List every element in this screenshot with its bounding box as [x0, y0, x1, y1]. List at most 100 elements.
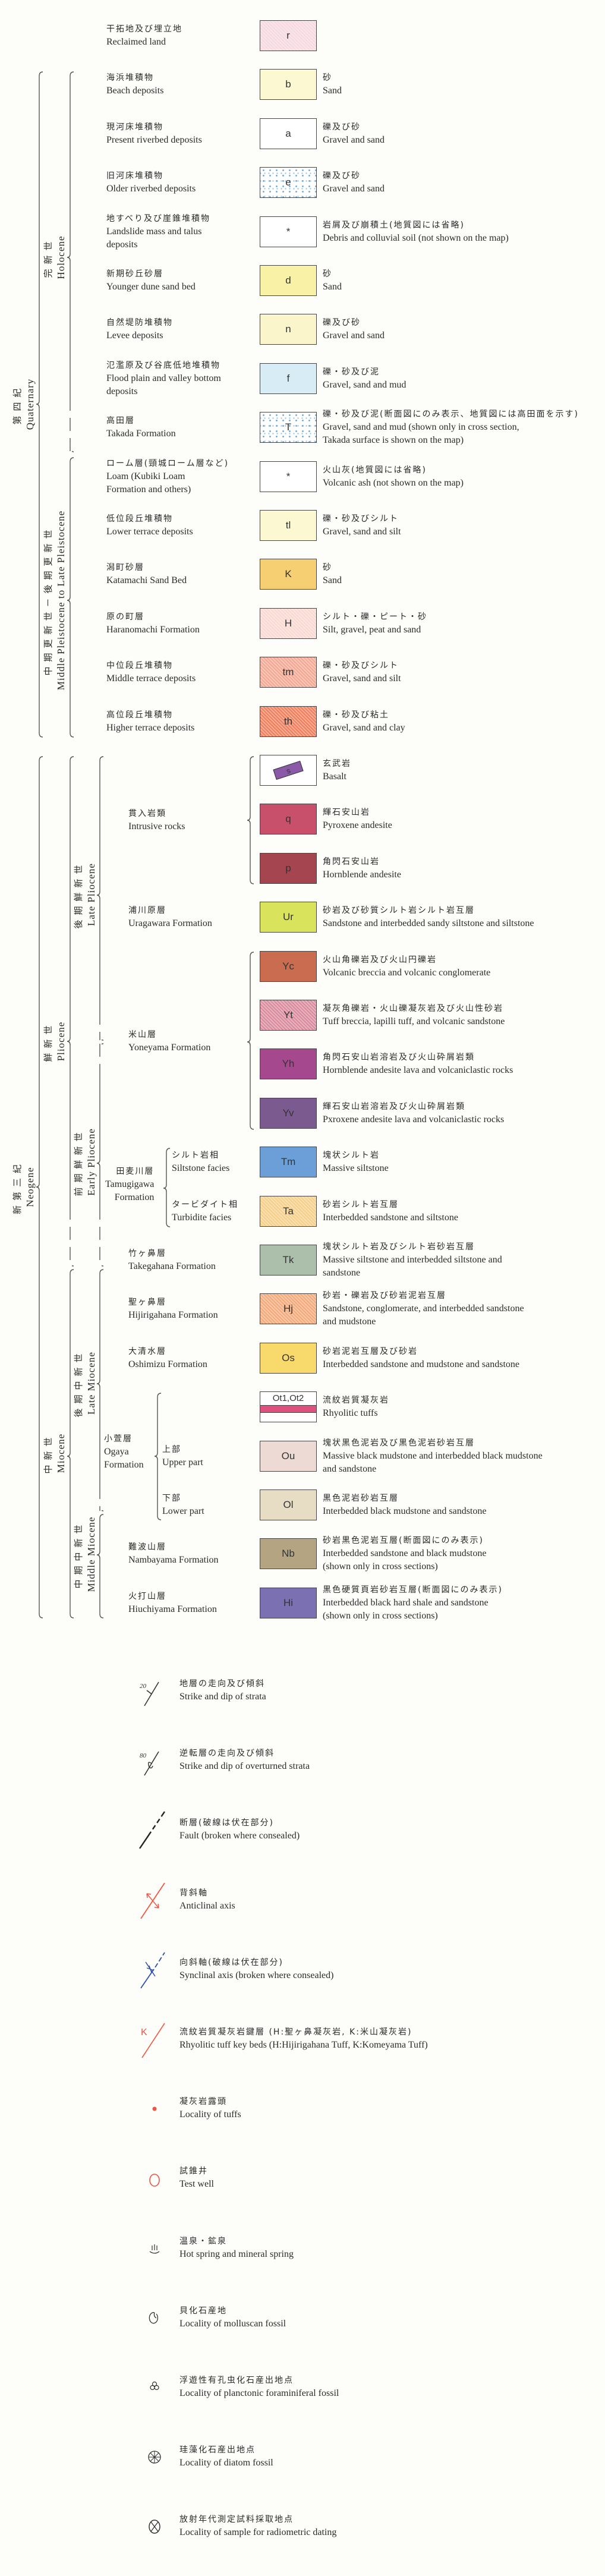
group-name-ja: 米山層 — [128, 1030, 157, 1040]
unit-color-box: a — [260, 118, 317, 149]
unit-color-box: Tk — [260, 1245, 317, 1276]
unit-symbol: Tm — [281, 1156, 296, 1168]
fault-icon — [139, 1811, 165, 1850]
intrusive-rocks-bracket — [247, 756, 254, 884]
age-name-ja: 完新世 — [43, 237, 53, 278]
unit-symbol: Ta — [283, 1205, 294, 1217]
unit-symbol: H — [284, 617, 292, 629]
unit-name-ja: 氾濫原及び谷底低地堆積物 — [106, 360, 220, 370]
unit-name-ja: 竹ヶ鼻層 — [128, 1249, 166, 1258]
lithology-ja: 砂岩・礫岩及び砂岩泥岩互層 — [323, 1291, 446, 1301]
age-name-en: Late Pliocene — [86, 863, 97, 927]
map-symbol-ja: 流紋岩質凝灰岩鍵層 (H:聖ヶ鼻凝灰岩, K:米山凝灰岩) — [179, 2027, 412, 2037]
unit-symbol: Ol — [283, 1499, 294, 1510]
unit-color-box: H — [260, 607, 317, 639]
lithology-description: 礫・砂及び泥(断面図にのみ表示、地質図には高田面を示す)Gravel, sand… — [323, 408, 602, 447]
lithology-en: Sandstone and interbedded sandy siltston… — [323, 918, 534, 929]
middle-miocene-bracket — [96, 1514, 104, 1618]
map-symbol-label: 断層(破線は伏在部分)Fault (broken where consealed… — [179, 1816, 300, 1843]
overturned-strike-dip-icon: 80 — [140, 1751, 159, 1776]
unit-name-en: Turbidite facies — [172, 1212, 232, 1223]
lithology-en: Interbedded black hard shale and sandsto… — [323, 1597, 489, 1621]
map-symbol-ja: 背斜軸 — [179, 1888, 208, 1898]
lithology-ja: 火山灰(地質図には省略) — [323, 465, 427, 475]
lithology-en: Silt, gravel, peat and sand — [323, 624, 421, 635]
tuff-key-bed-icon: K — [141, 2023, 165, 2058]
unit-symbol: Ou — [281, 1450, 295, 1462]
lithology-ja: 塊状シルト岩 — [323, 1151, 380, 1161]
age-name-en: Middle Pleistocene to Late Pleistocene — [55, 510, 67, 691]
unit-name-ja: 難波山層 — [128, 1542, 166, 1552]
map-symbol-en: Strike and dip of overturned strata — [179, 1761, 310, 1772]
unit-name-ja: ローム層(頸城ローム層など) — [106, 458, 229, 468]
group-name-en: Ogaya Formation — [104, 1447, 144, 1470]
unit-name-en: Katamachi Sand Bed — [106, 575, 187, 586]
unit-symbol: n — [285, 323, 291, 335]
lithology-ja: 礫・砂及び粘土 — [323, 710, 389, 720]
unit-color-box: tm — [260, 657, 317, 688]
unit-symbol: r — [286, 30, 290, 41]
unit-name-en: Landslide mass and talus deposits — [106, 226, 202, 250]
unit-color-box: Yv — [260, 1097, 317, 1129]
dip-value: 20 — [140, 1683, 147, 1690]
lithology-en: Sand — [323, 575, 342, 586]
age-name-ja: 前期鮮新世 — [73, 1128, 84, 1196]
lithology-en: Basalt — [323, 771, 346, 782]
unit-color-box: Nb — [260, 1538, 317, 1570]
age-name-ja: 後期鮮新世 — [73, 860, 84, 929]
unit-symbol: Yh — [282, 1058, 295, 1070]
lithology-ja: 塊状シルト岩及びシルト岩砂岩互層 — [323, 1242, 475, 1252]
lithology-ja: 砂 — [323, 269, 332, 279]
unit-symbol: tm — [282, 666, 294, 678]
lithology-ja: 礫及び砂 — [323, 171, 361, 181]
unit-name-en: Flood plain and valley bottom deposits — [106, 373, 221, 396]
unit-color-box: Os — [260, 1342, 317, 1374]
lithology-en: Massive siltstone — [323, 1163, 389, 1174]
lithology-ja: 礫・砂及び泥(断面図にのみ表示、地質図には高田面を示す) — [323, 410, 579, 420]
map-symbol-ja: 向斜軸(破線は伏在部分) — [179, 1957, 283, 1967]
unit-color-box: K — [260, 559, 317, 590]
lithology-ja: 礫・砂及びシルト — [323, 514, 399, 524]
lithology-ja: 岩屑及び崩積土(地質図には省略) — [323, 220, 465, 230]
age-name-ja: 新第三紀 — [12, 1159, 23, 1215]
foraminifera-fossil-icon — [150, 2381, 159, 2391]
unit-color-box: f — [260, 363, 317, 394]
map-symbol-ja: 温泉・鉱泉 — [179, 2236, 227, 2246]
unit-name-ja: 海浜堆積物 — [106, 73, 154, 83]
age-name-en: Miocene — [55, 1433, 67, 1473]
unit-name: 氾濫原及び谷底低地堆積物 Flood plain and valley botto… — [106, 359, 221, 398]
lithology-en: Interbedded black mudstone and sandstone — [323, 1506, 487, 1516]
map-symbol-en: Anticlinal axis — [179, 1900, 235, 1911]
unit-color-box: Ot1,Ot2 — [260, 1391, 317, 1423]
unit-color-box: e — [260, 167, 317, 199]
map-symbol-ja: 浮遊性有孔虫化石産出地点 — [179, 2376, 294, 2385]
